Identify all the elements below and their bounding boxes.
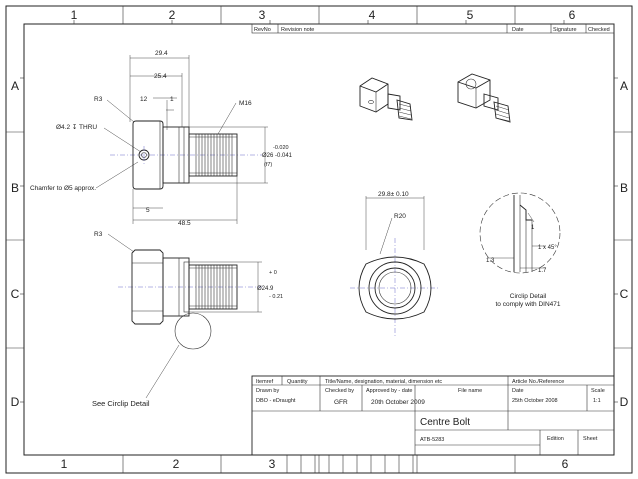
rev-date-header: Date xyxy=(512,27,524,33)
quantity-label: Quantity xyxy=(287,379,308,385)
checked-by-label: Checked by xyxy=(325,388,354,394)
approved-by-value: 20th October 2009 xyxy=(371,399,425,406)
item-ref-label: Itemref xyxy=(256,379,274,385)
checked-header: Checked xyxy=(588,27,610,33)
scale-label: Scale xyxy=(591,388,605,394)
side-view-bottom xyxy=(107,233,262,399)
dim-12: 12 xyxy=(140,96,148,103)
scale-ticks xyxy=(286,455,414,473)
zone-col-1-bottom: 1 xyxy=(61,457,68,471)
dim-thru-hole: Ø4.2 ↧ THRU xyxy=(56,123,97,131)
part-title: Centre Bolt xyxy=(420,417,470,428)
end-view xyxy=(350,196,440,338)
date-value: 25th October 2008 xyxy=(512,398,558,404)
date-label: Date xyxy=(512,388,524,394)
side-view-top-dimensions: 29.4 25.4 12 1 R3 Ø4.2 ↧ THRU M16 -0.020… xyxy=(30,50,293,227)
zone-col-5-top: 5 xyxy=(467,8,474,22)
circlip-detail-label: Circlip Detail xyxy=(510,293,547,300)
revision-note-header: Revision note xyxy=(281,27,314,33)
see-circlip-detail: See Circlip Detail xyxy=(92,399,150,408)
zone-row-a-left: A xyxy=(11,79,19,93)
dim-tol-top: -0.020 xyxy=(273,145,289,151)
zone-col-1-top: 1 xyxy=(71,8,78,22)
zone-row-c-left: C xyxy=(11,287,20,301)
circlip-detail-dimensions: 1 x 45° 1.3 1.7 1 Circlip Detail to comp… xyxy=(486,225,561,308)
dim-48-5: 48.5 xyxy=(178,220,191,227)
zone-row-b-right: B xyxy=(620,181,628,195)
edition-label: Edition xyxy=(547,436,564,442)
dim-1-small: 1 xyxy=(531,225,535,231)
zone-row-d-left: D xyxy=(11,395,20,409)
dim-5: 5 xyxy=(146,207,150,214)
isometric-view-right xyxy=(457,73,511,123)
dim-25-4: 25.4 xyxy=(154,73,167,80)
sheet-label: Sheet xyxy=(583,436,598,442)
dim-r3-top: R3 xyxy=(94,96,103,103)
dim-f7: (f7) xyxy=(264,162,272,168)
title-block xyxy=(251,375,615,456)
dim-m16: M16 xyxy=(239,100,252,107)
article-no-label: Article No./Reference xyxy=(512,379,564,385)
rev-no-header: RevNo xyxy=(254,27,271,33)
drawing-border xyxy=(23,23,615,456)
zone-row-c-right: C xyxy=(620,287,629,301)
approved-by-label: Approved by - date xyxy=(366,388,412,394)
dim-tol-plus: + 0 xyxy=(269,270,277,276)
isometric-view-left xyxy=(359,77,413,121)
checked-by-value: GFR xyxy=(334,399,348,406)
end-view-dimensions: 29.8± 0.10 R20 xyxy=(378,191,409,220)
side-view-top xyxy=(95,55,268,224)
zone-col-6-top: 6 xyxy=(569,8,576,22)
side-view-bottom-dimensions: R3 + 0 Ø24.9 - 0.21 See Circlip Detail xyxy=(92,231,283,408)
zone-row-b-left: B xyxy=(11,181,19,195)
dim-tol-minus: - 0.21 xyxy=(269,294,283,300)
dim-1-7: 1.7 xyxy=(538,268,547,274)
drawn-by-value: DBO - eDraught xyxy=(256,398,296,404)
signature-header: Signature xyxy=(553,27,577,33)
circlip-detail-view xyxy=(479,192,561,274)
zone-col-6-bottom: 6 xyxy=(562,457,569,471)
zone-labels: 1 2 3 4 5 6 1 2 3 6 A B C D A B C D xyxy=(11,8,629,471)
dim-29-4: 29.4 xyxy=(155,50,168,57)
title-name-label: Title/Name, designation, material, dimen… xyxy=(325,379,442,385)
din-note: to comply with DIN471 xyxy=(495,301,560,308)
dim-1: 1 xyxy=(170,96,174,103)
dim-1-3: 1.3 xyxy=(486,258,495,264)
zone-row-d-right: D xyxy=(620,395,629,409)
zone-ticks xyxy=(6,6,632,473)
zone-col-4-top: 4 xyxy=(369,8,376,22)
scale-value: 1:1 xyxy=(593,398,601,404)
zone-col-2-top: 2 xyxy=(169,8,176,22)
zone-col-3-top: 3 xyxy=(259,8,266,22)
dim-chamfer: Chamfer to Ø5 approx. xyxy=(30,185,96,192)
zone-col-3-bottom: 3 xyxy=(269,457,276,471)
dim-dia-26: Ø26 -0.041 xyxy=(262,153,293,159)
title-block-text: Itemref Quantity Title/Name, designation… xyxy=(256,379,605,443)
dim-1x45: 1 x 45° xyxy=(538,245,557,251)
zone-row-a-right: A xyxy=(620,79,628,93)
dim-dia-24-9: Ø24.9 xyxy=(257,286,274,292)
dim-29-8: 29.8± 0.10 xyxy=(378,191,409,198)
zone-col-2-bottom: 2 xyxy=(173,457,180,471)
revision-table: RevNo Revision note Date Signature Check… xyxy=(251,23,615,34)
dim-r20: R20 xyxy=(394,213,406,220)
drawn-by-label: Drawn by xyxy=(256,388,279,394)
part-number: ATB-5283 xyxy=(420,437,444,443)
file-name-label: File name xyxy=(458,388,482,394)
dim-r3-bottom: R3 xyxy=(94,231,103,238)
